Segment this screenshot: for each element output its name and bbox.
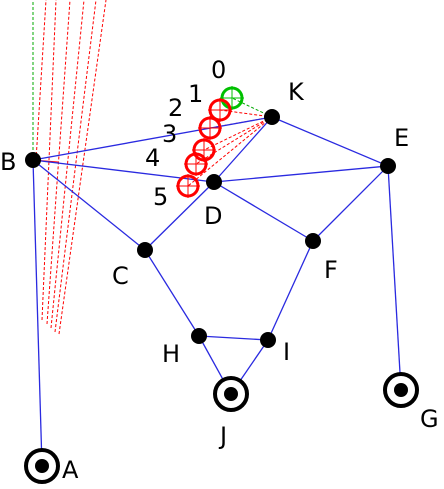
anchor-node-J: [224, 387, 238, 401]
node-I: [260, 332, 276, 348]
anchor-node-G: [394, 383, 408, 397]
trace-label-4: 4: [145, 144, 160, 172]
node-C: [137, 242, 153, 258]
edge-H-I: [198, 335, 269, 341]
anchor-node-A: [35, 459, 49, 473]
edge-E-F: [312, 165, 389, 242]
trace-label-2: 2: [168, 94, 183, 122]
edge-F-I: [267, 240, 314, 341]
edge-D-K: [213, 116, 273, 183]
node-label-A: A: [62, 456, 79, 484]
node-F: [305, 233, 321, 249]
node-label-E: E: [394, 124, 409, 152]
edge-A-B: [32, 159, 43, 467]
label-group: A B C D E F G H I J K: [0, 78, 439, 484]
edge-C-D: [144, 181, 215, 251]
edge-E-G: [387, 165, 402, 391]
node-label-K: K: [288, 78, 305, 106]
edge-C-H: [144, 249, 200, 337]
motion-trace-line: [41, 0, 57, 321]
node-label-G: G: [420, 405, 439, 433]
node-E: [380, 158, 396, 174]
trace-connector: [203, 116, 273, 151]
trace-connector: [219, 109, 273, 118]
node-B: [25, 152, 41, 168]
trace-label-0: 0: [211, 56, 226, 84]
node-label-D: D: [204, 202, 222, 230]
edge-D-F: [213, 181, 314, 242]
node-group: [24, 109, 419, 484]
trace-label-3: 3: [162, 120, 177, 148]
trace-label-1: 1: [188, 80, 203, 108]
trace-label-5: 5: [153, 183, 168, 211]
node-label-I: I: [283, 338, 290, 366]
node-label-J: J: [218, 422, 227, 450]
node-label-B: B: [0, 148, 16, 176]
motion-trace-line: [58, 0, 107, 335]
motion-trace-line: [46, 0, 71, 325]
node-label-F: F: [324, 256, 338, 284]
edge-B-C: [32, 159, 146, 251]
node-label-C: C: [112, 262, 129, 290]
trace-connector: [187, 116, 273, 187]
motion-trace-line: [54, 0, 97, 333]
edge-D-E: [213, 165, 389, 183]
node-H: [191, 328, 207, 344]
edge-group: [32, 116, 402, 467]
motion-trace-line: [35, 0, 47, 161]
edge-K-E: [271, 116, 389, 167]
motion-trace-lines: [35, 0, 107, 335]
node-label-H: H: [162, 340, 180, 368]
edge-B-K: [32, 116, 273, 161]
node-K: [264, 109, 280, 125]
node-D: [206, 174, 222, 190]
